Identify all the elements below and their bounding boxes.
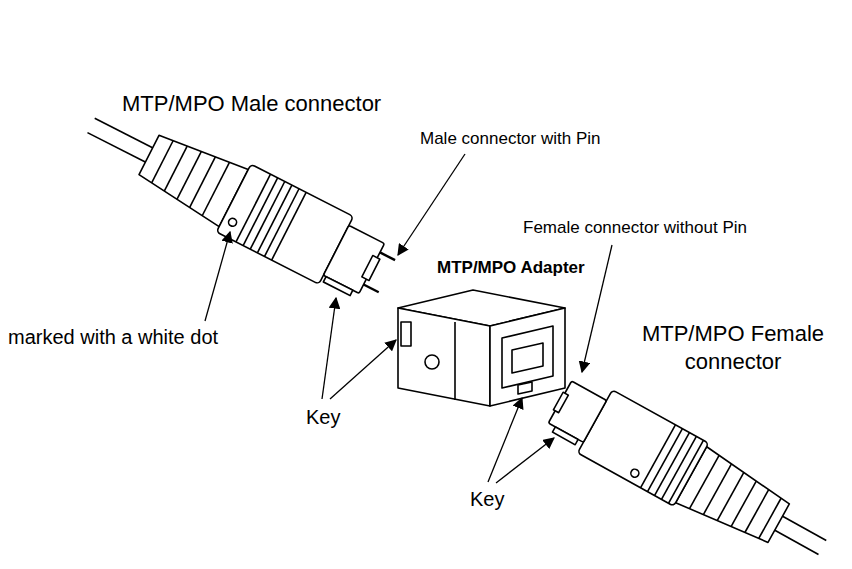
cable [87,133,146,163]
grip-rings [641,425,704,503]
ferrule [362,256,380,281]
adapter-key-slot [401,322,411,346]
connector-title: MTP/MPO Male connector [122,90,381,118]
leader-line [488,398,522,482]
adapter-opening [502,326,553,388]
label-text: MTP/MPO Female connector [642,321,824,374]
part-label: marked with a white dot [8,325,218,350]
label-text: Male connector with Pin [420,129,600,148]
boot-ribs [690,455,785,545]
key [552,427,578,445]
label-text: Key [470,488,504,510]
adapter-key-slot [518,382,532,394]
leader-line [398,154,465,255]
label-text: MTP/MPO Adapter [437,258,585,277]
boot-ribs [149,135,230,216]
white-dot [227,217,238,228]
leader-line [322,298,336,399]
adapter-slot [512,343,543,373]
cable [773,529,818,554]
leader-line [205,232,230,321]
leader-line [582,245,612,372]
adapter-side [398,308,490,406]
connector-title: MTP/MPO Female connector [620,320,846,376]
male-connector [74,92,404,310]
part-label: MTP/MPO Adapter [437,257,585,279]
cable [95,118,154,148]
label-text: Key [306,406,340,428]
label-text: Female connector without Pin [523,218,747,237]
leader-line [496,438,554,483]
guide-pin [380,252,395,260]
white-dot [629,468,640,479]
key-label: Key [306,405,340,430]
key [323,277,352,296]
part-label: Male connector with Pin [420,128,600,150]
female-connector [541,370,840,569]
label-text: marked with a white dot [8,326,218,348]
leader-line [330,340,396,399]
adapter-end [490,308,565,406]
guide-pin [364,285,379,293]
adapter [398,290,565,406]
ferrule [553,392,568,412]
mounting-hole [425,355,439,369]
grip-rings [236,174,306,260]
part-label: Female connector without Pin [523,217,747,239]
flange-edge [454,322,456,400]
key-label: Key [470,487,504,512]
label-text: MTP/MPO Male connector [122,91,381,116]
